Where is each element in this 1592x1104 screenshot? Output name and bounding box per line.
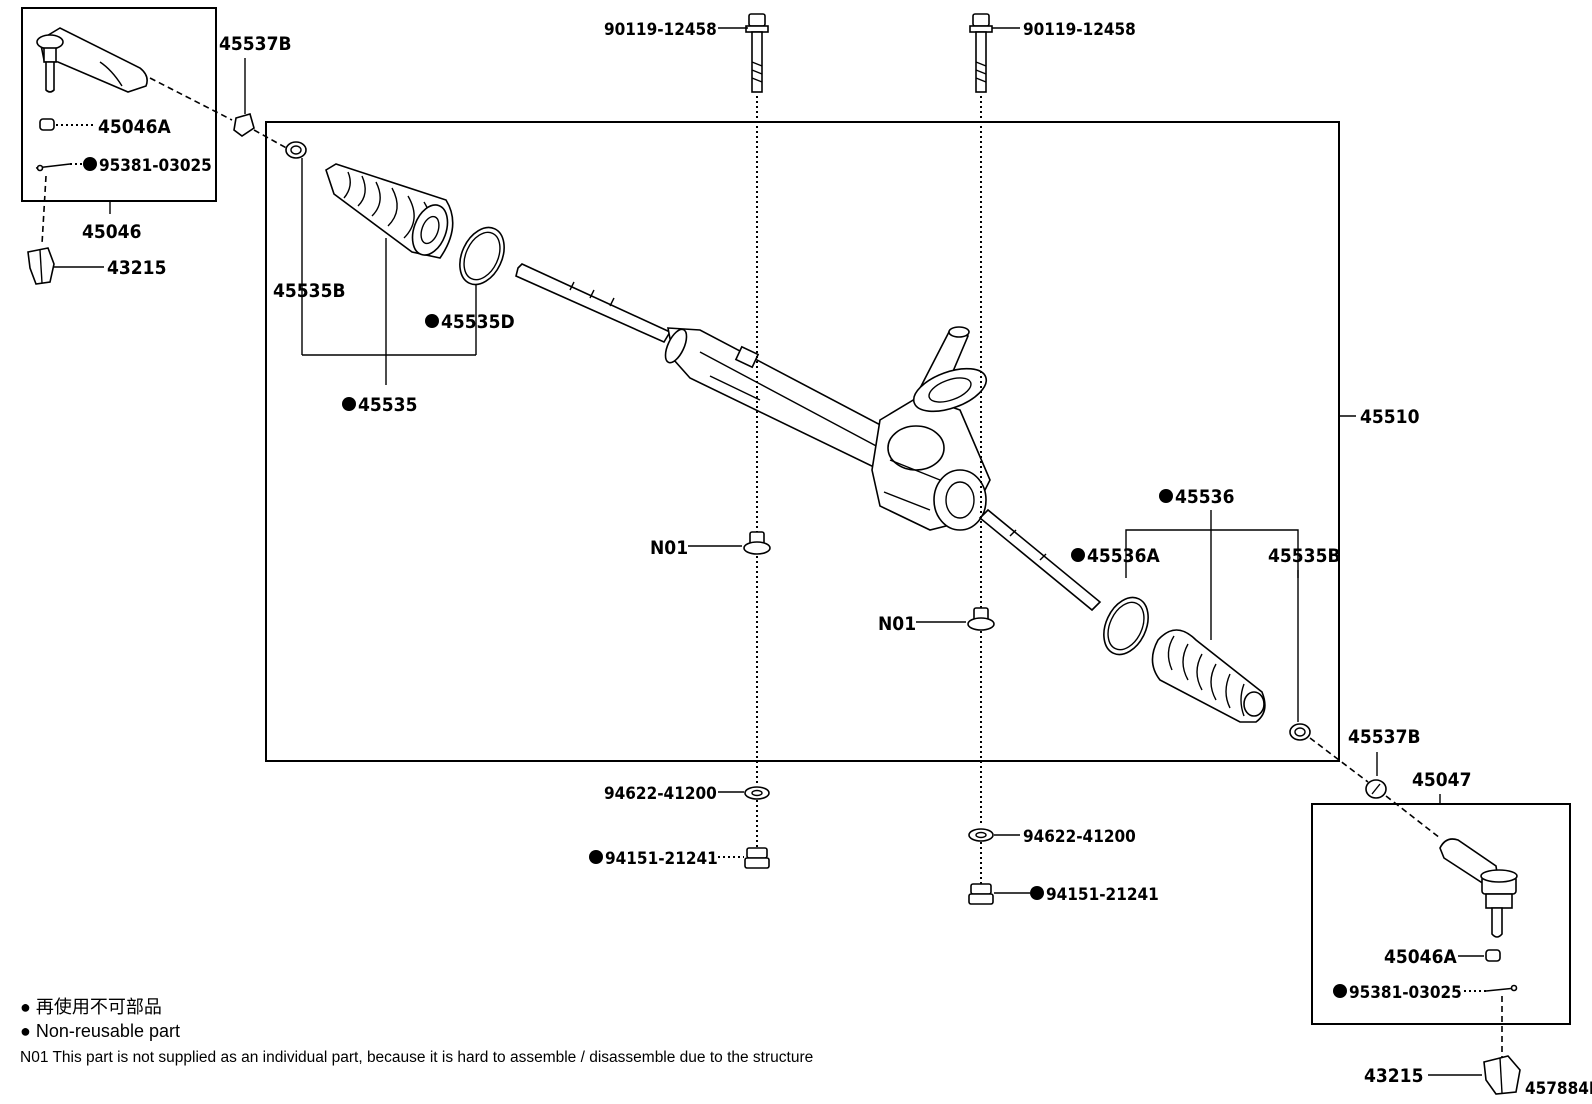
nut-n01-right-icon: [967, 607, 995, 631]
washer-94622-left-icon: [744, 786, 770, 800]
legend-note: N01 This part is not supplied as an indi…: [20, 1049, 814, 1066]
label-45537b-bottom: 45537B: [1348, 726, 1421, 748]
non-reusable-marker: [342, 397, 356, 411]
nut-94151-left-icon: [744, 847, 770, 869]
legend-jp: ● 再使用不可部品: [20, 995, 180, 1019]
legend-en-text: Non-reusable part: [35, 1021, 180, 1041]
rack-boot-lh-icon: [325, 163, 454, 259]
label-90119-left: 90119-12458: [604, 20, 717, 40]
nut-94151-right-icon: [968, 883, 994, 905]
nut-45046a-top-icon: [39, 118, 55, 131]
castle-nut-43215-top-icon: [27, 247, 55, 285]
tie-rod-end-lh-box: [21, 7, 217, 202]
label-n01-right: N01: [878, 613, 916, 635]
label-45047: 45047: [1412, 769, 1471, 791]
clip-45535b-bottom-icon: [1289, 723, 1311, 741]
label-94151-right: 94151-21241: [1046, 885, 1159, 905]
dust-seal-45537b-top-icon: [233, 113, 255, 137]
label-90119-right: 90119-12458: [1023, 20, 1136, 40]
label-95381-bottom: 95381-03025: [1349, 983, 1462, 1003]
bolt-90119-left-icon: [745, 13, 769, 93]
label-45536: 45536: [1175, 486, 1234, 508]
rack-boot-rh-icon: [1151, 629, 1266, 723]
label-45537b-top: 45537B: [219, 33, 292, 55]
label-45510: 45510: [1360, 406, 1420, 428]
legend-jp-text: 再使用不可部品: [35, 997, 162, 1017]
legend: ● 再使用不可部品 ● Non-reusable part: [20, 995, 180, 1043]
dust-seal-45537b-bottom-icon: [1365, 779, 1387, 799]
label-45046a-top: 45046A: [98, 116, 171, 138]
bolt-90119-right-icon: [969, 13, 993, 93]
label-45535: 45535: [358, 394, 417, 416]
label-45536a: 45536A: [1087, 545, 1160, 567]
rack-assembly-box: [265, 121, 1340, 762]
clamp-45535d-icon: [459, 226, 505, 286]
label-43215-top: 43215: [107, 257, 166, 279]
clamp-45536a-icon: [1103, 596, 1149, 656]
figure-id: 457884B: [1525, 1079, 1592, 1099]
non-reusable-marker: [589, 850, 603, 864]
legend-bullet-jp: ●: [20, 997, 31, 1017]
label-n01-left: N01: [650, 537, 688, 559]
non-reusable-marker: [1333, 984, 1347, 998]
non-reusable-marker: [1030, 886, 1044, 900]
nut-45046a-bottom-icon: [1485, 949, 1501, 962]
label-45535d: 45535D: [441, 311, 515, 333]
label-45535b-top: 45535B: [273, 280, 346, 302]
castle-nut-43215-bottom-icon: [1483, 1055, 1521, 1095]
label-95381-top: 95381-03025: [99, 156, 212, 176]
tie-rod-end-lh-icon: [36, 27, 148, 93]
non-reusable-marker: [1159, 489, 1173, 503]
tie-rod-end-rh-box: [1311, 803, 1571, 1025]
washer-94622-right-icon: [968, 828, 994, 842]
cotter-pin-top-icon: [35, 163, 71, 172]
clip-45535b-top-icon: [285, 141, 307, 159]
label-45535b-bottom: 45535B: [1268, 545, 1341, 567]
tie-rod-end-rh-icon: [1439, 838, 1518, 938]
label-45046: 45046: [82, 221, 141, 243]
label-45046a-bottom: 45046A: [1384, 946, 1457, 968]
label-94622-right: 94622-41200: [1023, 827, 1136, 847]
label-94151-left: 94151-21241: [605, 849, 718, 869]
non-reusable-marker: [83, 157, 97, 171]
non-reusable-marker: [425, 314, 439, 328]
non-reusable-marker: [1071, 548, 1085, 562]
cotter-pin-bottom-icon: [1485, 984, 1518, 992]
nut-n01-left-icon: [743, 531, 771, 555]
label-94622-left: 94622-41200: [604, 784, 717, 804]
steering-rack-housing-icon: [515, 263, 1102, 612]
legend-en: ● Non-reusable part: [20, 1019, 180, 1043]
legend-bullet-en: ●: [20, 1021, 31, 1041]
label-43215-bottom: 43215: [1364, 1065, 1423, 1087]
